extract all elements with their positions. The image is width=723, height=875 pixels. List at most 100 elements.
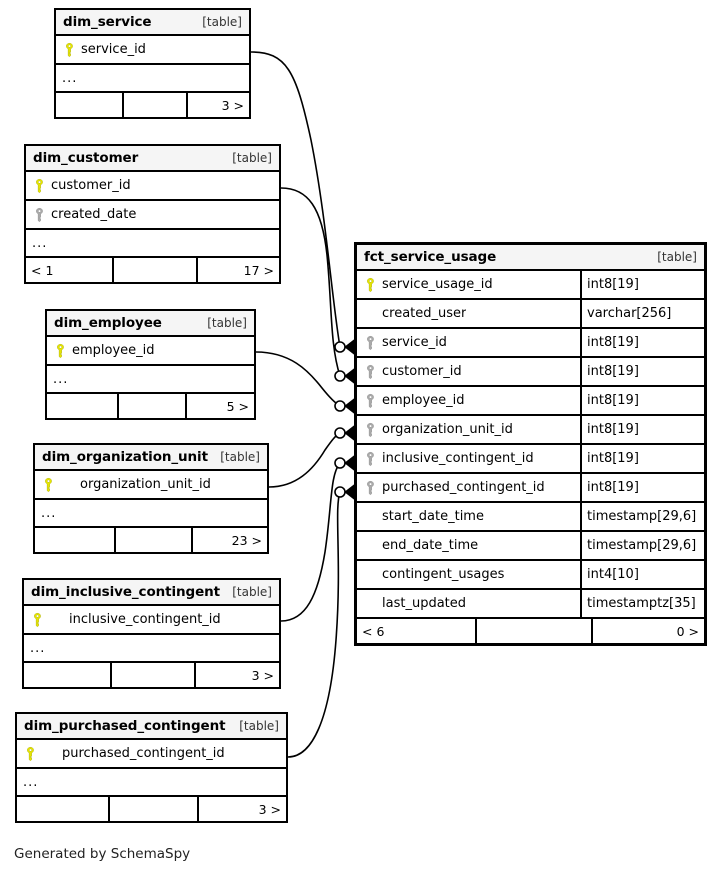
cardinality-zero-circle (334, 370, 346, 382)
footer-middle-cell (122, 93, 188, 117)
footer-right-count[interactable]: 23 > (231, 532, 262, 548)
column-row-customer_id[interactable]: customer_id (26, 172, 279, 201)
column-row-employee_id[interactable]: employee_id (47, 337, 254, 366)
footer-right-count[interactable]: 0 > (676, 623, 699, 639)
column-type-cell: timestamptz[35] (580, 590, 704, 617)
column-row-last_updated[interactable]: last_updated timestamptz[35] (357, 590, 704, 619)
relationship-endpoint-service_id (334, 338, 355, 356)
table-type-tag: [table] (232, 585, 272, 599)
cardinality-zero-circle (334, 457, 346, 469)
column-name-cell: service_id (357, 329, 580, 356)
column-name-cell: start_date_time (357, 503, 580, 530)
column-name-cell: customer_id (26, 172, 279, 199)
cardinality-zero-circle (334, 341, 346, 353)
column-row-employee_id[interactable]: employee_id int8[19] (357, 387, 704, 416)
table-type-tag: [table] (220, 450, 260, 464)
relationship-edge-dim_employee-to-fct_service_usage (255, 351, 341, 407)
column-name-cell: last_updated (357, 590, 580, 617)
footer-right-count[interactable]: 3 > (221, 97, 244, 113)
cardinality-many-crowsfoot (344, 483, 355, 501)
footer-right-count[interactable]: 17 > (243, 262, 274, 278)
column-type-cell: timestamp[29,6] (580, 503, 704, 530)
er-table-dim_service[interactable]: dim_service[table]service_id...3 > (54, 8, 251, 119)
column-row-service_id[interactable]: service_id (56, 36, 249, 65)
column-label: employee_id (382, 393, 465, 408)
er-table-dim_employee[interactable]: dim_employee[table]employee_id...5 > (45, 309, 256, 420)
primary-key-icon (24, 746, 37, 762)
footer-left-count[interactable] (17, 797, 108, 821)
er-table-dim_inclusive_contingent[interactable]: dim_inclusive_contingent[table]inclusive… (22, 578, 281, 689)
table-type-tag: [table] (657, 250, 697, 264)
column-row-created_date[interactable]: created_date (26, 201, 279, 230)
cardinality-zero-circle (334, 486, 346, 498)
table-type-tag: [table] (232, 151, 272, 165)
column-label: service_id (81, 42, 146, 57)
table-title: dim_service (63, 14, 152, 30)
column-type-cell: int8[19] (580, 387, 704, 414)
cardinality-many-crowsfoot (344, 397, 355, 415)
column-type-label: varchar[256] (587, 306, 672, 321)
er-table-dim_organization_unit[interactable]: dim_organization_unit[table]organization… (33, 443, 269, 554)
column-label: organization_unit_id (382, 422, 513, 437)
column-row-inclusive_contingent_id[interactable]: inclusive_contingent_id (24, 606, 279, 635)
column-name-cell: purchased_contingent_id (17, 740, 286, 767)
footer-middle-cell (112, 258, 198, 282)
column-label: organization_unit_id (80, 477, 211, 492)
footer-middle-cell (108, 797, 199, 821)
table-header-dim_customer: dim_customer [table] (26, 146, 279, 172)
column-type-label: int8[19] (587, 364, 639, 379)
column-row-organization_unit_id[interactable]: organization_unit_id int8[19] (357, 416, 704, 445)
footer-right-count[interactable]: 5 > (226, 398, 249, 414)
table-footer-fct_service_usage: < 6 0 > (357, 619, 704, 643)
column-name-cell: service_id (56, 36, 249, 63)
primary-key-icon (31, 612, 44, 628)
table-type-tag: [table] (202, 15, 242, 29)
column-type-cell: int8[19] (580, 445, 704, 472)
column-label: inclusive_contingent_id (69, 612, 221, 627)
more-columns-ellipsis: ... (47, 366, 254, 394)
footer-left-count[interactable] (47, 394, 117, 418)
footer-middle-cell (110, 663, 196, 687)
column-row-customer_id[interactable]: customer_id int8[19] (357, 358, 704, 387)
column-row-organization_unit_id[interactable]: organization_unit_id (35, 471, 267, 500)
footer-left-count[interactable]: < 6 (362, 623, 385, 639)
relationship-endpoint-customer_id (334, 367, 355, 385)
er-table-dim_purchased_contingent[interactable]: dim_purchased_contingent[table]purchased… (15, 712, 288, 823)
table-title: dim_purchased_contingent (24, 718, 226, 734)
cardinality-many-crowsfoot (344, 424, 355, 442)
relationship-edge-dim_purchased_contingent-to-fct_service_usage (287, 491, 341, 758)
column-label: purchased_contingent_id (382, 480, 545, 495)
column-row-start_date_time[interactable]: start_date_time timestamp[29,6] (357, 503, 704, 532)
table-title: dim_customer (33, 150, 139, 166)
footer-left-count[interactable] (35, 528, 114, 552)
column-name-cell: customer_id (357, 358, 580, 385)
table-title: dim_employee (54, 315, 162, 331)
footer-middle-cell (114, 528, 193, 552)
footer-middle-cell (475, 619, 593, 643)
footer-right-count[interactable]: 3 > (251, 667, 274, 683)
column-label: start_date_time (382, 509, 484, 524)
footer-right-count[interactable]: 3 > (258, 801, 281, 817)
er-table-fct_service_usage[interactable]: fct_service_usage[table]service_usage_id… (354, 242, 707, 646)
primary-key-icon (54, 343, 67, 359)
footer-left-count[interactable] (24, 663, 110, 687)
column-type-label: int8[19] (587, 422, 639, 437)
column-name-cell: created_date (26, 201, 279, 228)
column-name-cell: organization_unit_id (35, 471, 267, 498)
column-label: service_id (382, 335, 447, 350)
column-row-purchased_contingent_id[interactable]: purchased_contingent_id (17, 740, 286, 769)
column-label: last_updated (382, 596, 467, 611)
footer-left-count[interactable]: < 1 (31, 262, 54, 278)
footer-left-count[interactable] (56, 93, 122, 117)
column-type-cell: int8[19] (580, 271, 704, 298)
column-type-label: int8[19] (587, 393, 639, 408)
column-type-cell: int8[19] (580, 416, 704, 443)
